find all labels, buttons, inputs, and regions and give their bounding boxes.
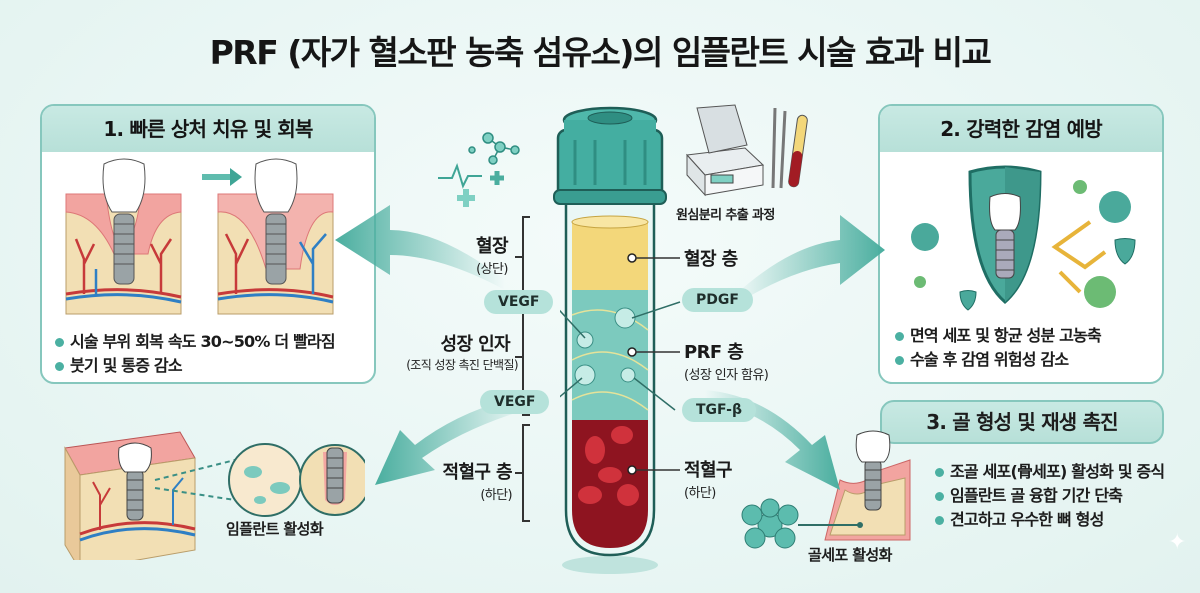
- label-rbc-right: 적혈구 (하단): [684, 460, 732, 501]
- gum-healing-illustration-icon: [65, 158, 334, 315]
- list-item: 수술 후 감염 위험성 감소: [892, 348, 1162, 372]
- label-plasma-right: 혈장 층: [684, 249, 738, 270]
- bone-cell-icon: [741, 498, 799, 549]
- pill-tgf-beta: TGF-β: [682, 398, 757, 422]
- label-rbc-left: 적혈구 층 (하단): [442, 462, 512, 503]
- implant-activation-illustration-icon: [64, 431, 365, 560]
- sparkle-icon: ✦: [1168, 530, 1187, 555]
- pill-pdgf: PDGF: [682, 288, 753, 312]
- bone-cell-caption: 골세포 활성화: [808, 546, 892, 564]
- pill-vegf-top: VEGF: [484, 290, 554, 314]
- infection-benefits-list: 면역 세포 및 항균 성분 고농축 수술 후 감염 위험성 감소: [880, 322, 1162, 372]
- card-healing: 1. 빠른 상처 치유 및 회복: [40, 104, 376, 384]
- card-infection: 2. 강력한 감염 예방 면역 세포 및 항균 성분 고농축 수술 후 감염 위…: [878, 104, 1164, 384]
- healing-benefits-list: 시술 부위 회복 속도 30~50% 더 빨라짐 붓기 및 통증 감소: [42, 326, 374, 378]
- label-prf-right: PRF 층 (성장 인자 함유): [684, 342, 769, 383]
- label-plasma-left: 혈장 (상단): [476, 236, 509, 277]
- leader-lines: [560, 257, 681, 471]
- layer-brackets: [515, 216, 530, 522]
- arrow-to-healing-icon: [335, 205, 505, 290]
- heartbeat-icon: [438, 163, 482, 189]
- molecule-icon: [438, 132, 520, 207]
- page-title: PRF (자가 혈소판 농축 섬유소)의 임플란트 시술 효과 비교: [209, 33, 992, 72]
- pill-vegf-bottom: VEGF: [480, 390, 550, 414]
- shield-protection-illustration-icon: [911, 165, 1136, 311]
- implant-activation-caption: 임플란트 활성화: [226, 520, 324, 538]
- tooth-implant-icon: [741, 430, 911, 549]
- list-item: 임플란트 골 융합 기간 단축: [932, 484, 1172, 508]
- test-tube-icon: [553, 106, 667, 574]
- centrifuge-caption: 원심분리 추출 과정: [676, 208, 775, 223]
- card-heading: 2. 강력한 감염 예방: [880, 106, 1162, 152]
- centrifuge-icon: [685, 104, 808, 197]
- card-heading: 1. 빠른 상처 치유 및 회복: [42, 106, 374, 152]
- list-item: 시술 부위 회복 속도 30~50% 더 빨라짐: [52, 330, 374, 354]
- bone-benefits-list: 조골 세포(骨세포) 활성화 및 증식 임플란트 골 융합 기간 단축 견고하고…: [932, 460, 1172, 532]
- list-item: 면역 세포 및 항균 성분 고농축: [892, 324, 1162, 348]
- arrow-to-infection-icon: [735, 215, 885, 305]
- arrow-to-bone-icon: [705, 390, 840, 490]
- card-bone-heading-box: 3. 골 형성 및 재생 촉진: [880, 400, 1164, 444]
- list-item: 붓기 및 통증 감소: [52, 354, 374, 378]
- label-growth-factor-left: 성장 인자 (조직 성장 촉진 단백질): [406, 334, 518, 372]
- arrow-to-implant-icon: [375, 395, 525, 485]
- list-item: 견고하고 우수한 뼈 형성: [932, 508, 1172, 532]
- list-item: 조골 세포(骨세포) 활성화 및 증식: [932, 460, 1172, 484]
- plus-icon: [490, 171, 504, 185]
- card-heading: 3. 골 형성 및 재생 촉진: [926, 410, 1118, 434]
